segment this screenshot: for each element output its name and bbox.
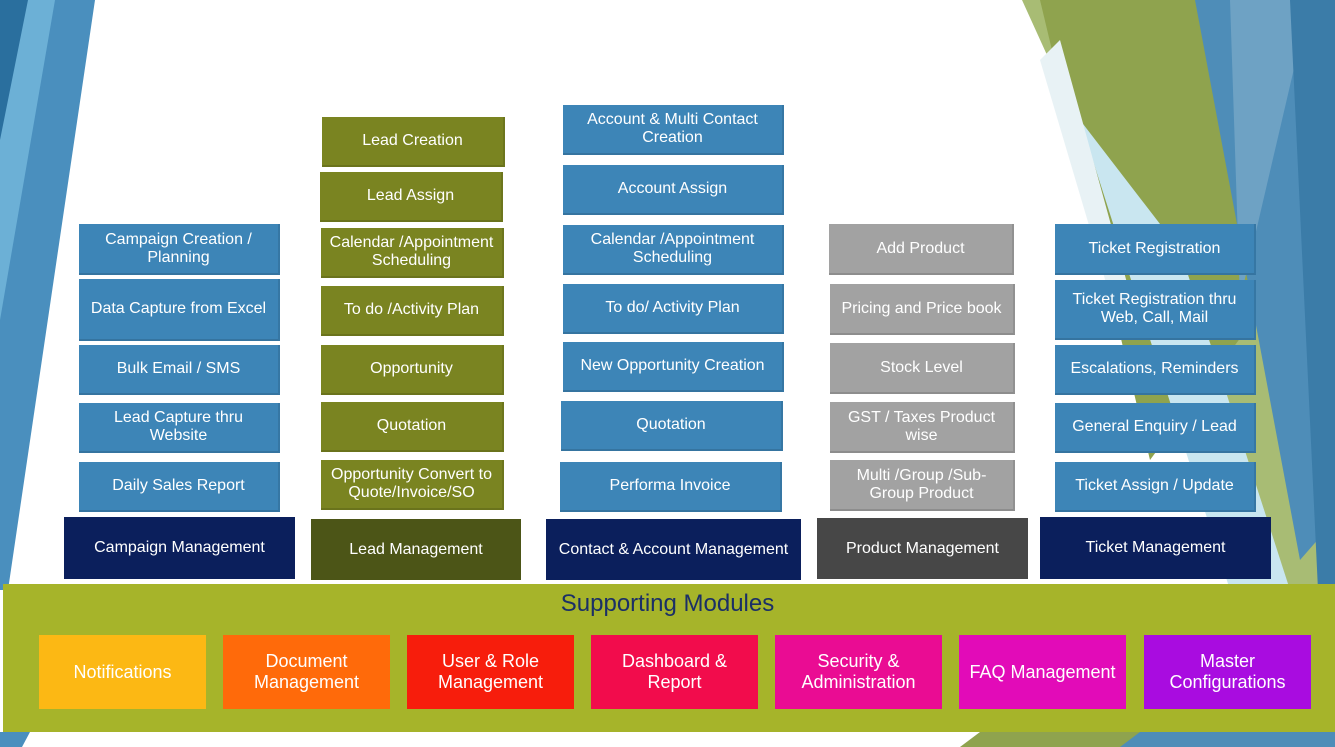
ticket-item: Ticket Registration xyxy=(1055,224,1256,275)
contact-account-item: Performa Invoice xyxy=(560,462,782,512)
contact-account-item: Account Assign xyxy=(563,165,784,215)
module-document-management: Document Management xyxy=(223,635,390,709)
contact-account-item: Quotation xyxy=(561,401,783,451)
module-notifications: Notifications xyxy=(39,635,206,709)
lead-item: Calendar /Appointment Scheduling xyxy=(321,228,504,278)
product-item: Stock Level xyxy=(830,343,1015,394)
contact-account-management-header: Contact & Account Management xyxy=(546,519,801,580)
product-item: GST / Taxes Product wise xyxy=(830,402,1015,453)
lead-item: Opportunity xyxy=(321,345,504,395)
campaign-item: Data Capture from Excel xyxy=(79,279,280,341)
lead-item: Opportunity Convert to Quote/Invoice/SO xyxy=(321,460,504,510)
supporting-modules-title: Supporting Modules xyxy=(560,590,775,617)
lead-management-header: Lead Management xyxy=(311,519,521,580)
module-user-role-management: User & Role Management xyxy=(407,635,574,709)
product-item: Pricing and Price book xyxy=(830,284,1015,335)
ticket-item: Ticket Assign / Update xyxy=(1055,462,1256,512)
module-master-configurations: Master Configurations xyxy=(1144,635,1311,709)
module-security-administration: Security & Administration xyxy=(775,635,942,709)
campaign-item: Daily Sales Report xyxy=(79,462,280,512)
contact-account-item: Account & Multi Contact Creation xyxy=(563,105,784,155)
campaign-item: Bulk Email / SMS xyxy=(79,345,280,395)
ticket-item: Escalations, Reminders xyxy=(1055,345,1256,395)
campaign-management-header: Campaign Management xyxy=(64,517,295,579)
lead-item: To do /Activity Plan xyxy=(321,286,504,336)
campaign-item: Campaign Creation / Planning xyxy=(79,224,280,275)
product-item: Multi /Group /Sub-Group Product xyxy=(830,460,1015,511)
module-faq-management: FAQ Management xyxy=(959,635,1126,709)
contact-account-item: New Opportunity Creation xyxy=(563,342,784,392)
lead-item: Lead Creation xyxy=(322,117,505,167)
module-dashboard-report: Dashboard & Report xyxy=(591,635,758,709)
contact-account-item: To do/ Activity Plan xyxy=(563,284,784,334)
ticket-item: General Enquiry / Lead xyxy=(1055,403,1256,453)
ticket-item: Ticket Registration thru Web, Call, Mail xyxy=(1055,280,1256,340)
lead-item: Lead Assign xyxy=(320,172,503,222)
product-management-header: Product Management xyxy=(817,518,1028,579)
ticket-management-header: Ticket Management xyxy=(1040,517,1271,579)
product-item: Add Product xyxy=(829,224,1014,275)
lead-item: Quotation xyxy=(321,402,504,452)
campaign-item: Lead Capture thru Website xyxy=(79,403,280,453)
contact-account-item: Calendar /Appointment Scheduling xyxy=(563,225,784,275)
